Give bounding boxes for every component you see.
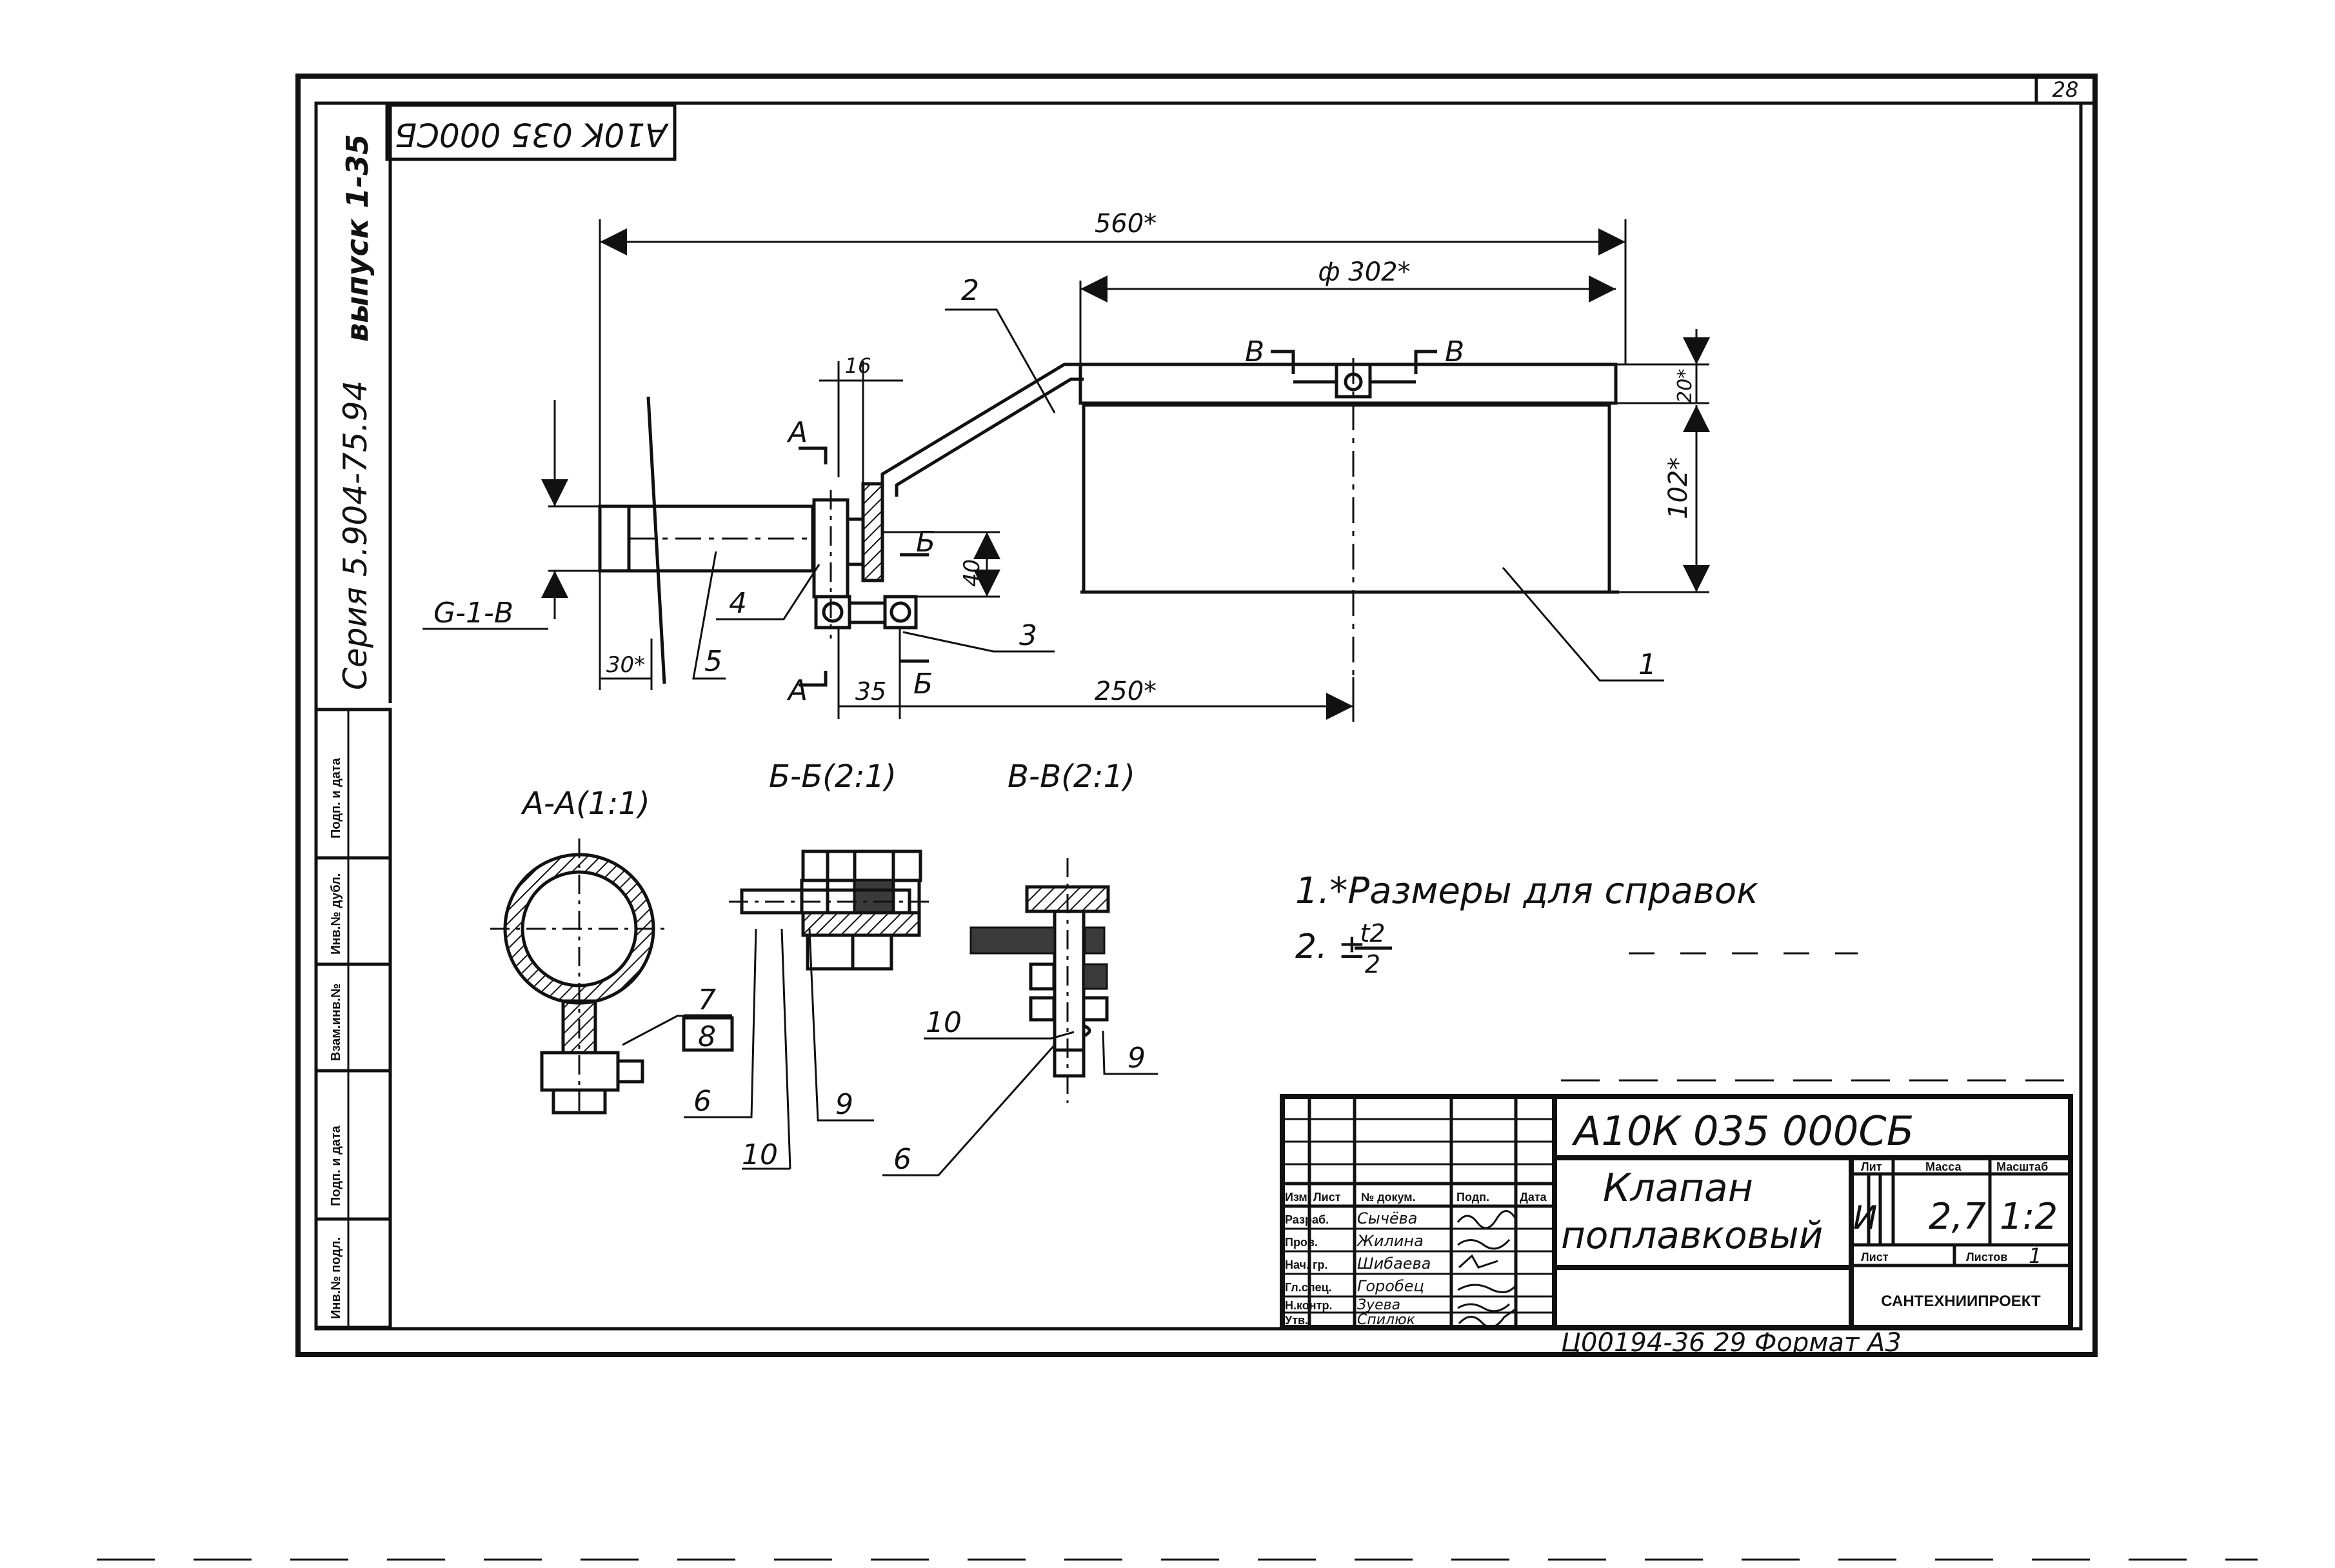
section-mark-b-bottom: Б	[913, 668, 933, 700]
signatures	[1456, 1210, 1518, 1328]
tb-role-4: Гл.спец.	[1285, 1281, 1332, 1294]
leader-6a: 6	[693, 1085, 711, 1118]
tb-name-6: Спилюк	[1357, 1312, 1416, 1328]
leader-1: 1	[1638, 648, 1656, 681]
title-block: Изм Лист № докум. Подп. Дата Разраб. Про…	[1280, 1079, 2073, 1330]
notes: 1.*Размеры для справок 2. ± t2 2	[1295, 870, 1858, 978]
side-series-block: Серия 5.904-75.94 выпуск 1-35	[337, 105, 392, 703]
leader-7: 7	[698, 984, 716, 1017]
format-footer: Ц00194-36 29 Формат А3	[1561, 1328, 1902, 1358]
tb-head-sheet: Лист	[1861, 1251, 1889, 1264]
tb-col-list: Лист	[1313, 1191, 1341, 1204]
sheet-number: 28	[2052, 77, 2079, 102]
tb-col-doc: № докум.	[1361, 1191, 1416, 1204]
section-bb-title: Б-Б(2:1)	[769, 759, 897, 795]
leader-10b: 10	[926, 1006, 962, 1039]
dim-20: 20*	[1674, 369, 1696, 403]
note-1: 1.*Размеры для справок	[1295, 870, 1758, 912]
tb-value-scale: 1:2	[2000, 1196, 2058, 1238]
leader-2: 2	[961, 274, 979, 307]
dim-250: 250*	[1095, 677, 1157, 706]
tb-name-3: Шибаева	[1357, 1255, 1431, 1273]
dim-30: 30*	[606, 652, 645, 678]
section-mark-a-bottom: А	[786, 674, 808, 707]
tb-col-sign: Подп.	[1456, 1191, 1489, 1204]
tb-designation: А10К 035 000СБ	[1571, 1107, 1914, 1155]
mirrored-code-stamp: A10K 035 000СБ	[385, 103, 677, 161]
section-bb: Б-Б(2:1) 6 10 9	[684, 759, 929, 1171]
tb-role-3: Нач. гр.	[1285, 1258, 1328, 1271]
section-aa: А-А(1:1) 7 8	[490, 786, 734, 1116]
tb-value-mass: 2,7	[1929, 1196, 1986, 1238]
dim-35: 35	[855, 677, 886, 706]
section-mark-v-left: В	[1245, 335, 1264, 368]
tb-head-lit: Лит	[1861, 1160, 1882, 1173]
margin-cell-2: Инв.№ дубл.	[329, 873, 343, 955]
tb-name-5: Зуева	[1357, 1297, 1400, 1313]
section-vv-title: В-В(2:1)	[1008, 759, 1135, 795]
margin-cell-1: Подп. и дата	[329, 757, 343, 839]
leader-10a: 10	[742, 1138, 778, 1171]
dim-thread: G-1-B	[433, 597, 513, 630]
leader-6b: 6	[893, 1143, 911, 1176]
tb-org: САНТЕХНИИПРОЕКТ	[1881, 1293, 2041, 1310]
leader-4: 4	[729, 587, 747, 620]
left-margin-table: Подп. и дата Инв.№ дубл. Взам.инв.№ Подп…	[314, 708, 392, 1329]
tb-head-sheets: Листов	[1966, 1251, 2007, 1264]
leader-8: 8	[698, 1020, 716, 1053]
dim-102: 102*	[1664, 457, 1693, 519]
tb-value-sheets: 1	[2029, 1244, 2042, 1268]
leader-9a: 9	[835, 1088, 853, 1121]
tb-value-lit: И	[1853, 1199, 1877, 1236]
main-view: 560* ф 302* 16 20* 102* 40 G-1-B	[422, 209, 1710, 722]
tb-role-2: Пров.	[1285, 1236, 1318, 1249]
side-issue-text: выпуск 1-35	[340, 134, 375, 342]
section-mark-a-top: А	[786, 416, 808, 449]
section-aa-title: А-А(1:1)	[521, 786, 650, 822]
dim-40: 40	[959, 559, 985, 587]
tb-head-mass: Масса	[1925, 1160, 1962, 1173]
section-mark-v-right: В	[1445, 335, 1464, 368]
margin-cell-3: Взам.инв.№	[329, 984, 343, 1061]
side-series-text: Серия 5.904-75.94	[337, 381, 374, 690]
tb-role-1: Разраб.	[1285, 1213, 1329, 1226]
dim-560: 560*	[1095, 209, 1157, 239]
margin-cell-5: Инв.№ подл.	[329, 1237, 343, 1319]
tb-col-izm: Изм	[1285, 1191, 1307, 1204]
leader-5: 5	[704, 645, 722, 678]
tb-name-4: Горобец	[1357, 1277, 1424, 1295]
dim-302: ф 302*	[1318, 257, 1410, 287]
tb-name-1: Сычёва	[1357, 1209, 1418, 1227]
section-mark-b-top: Б	[916, 526, 935, 559]
leader-3: 3	[1019, 619, 1037, 652]
note-2-numerator: t2	[1360, 919, 1385, 948]
leader-9b: 9	[1128, 1042, 1146, 1075]
tb-role-5: Н.контр.	[1285, 1299, 1332, 1312]
sheet-frame: 28	[295, 74, 2098, 1357]
tb-head-scale: Масштаб	[1996, 1160, 2048, 1173]
tb-role-6: Утв.	[1285, 1314, 1308, 1327]
tb-name-2: Жилина	[1356, 1232, 1424, 1250]
dim-16: 16	[845, 353, 871, 378]
tb-name-line2: поплавковый	[1561, 1213, 1823, 1257]
note-2-prefix: 2. ±	[1295, 928, 1366, 966]
section-vv: В-В(2:1) 10 9 6	[882, 759, 1158, 1176]
tb-col-date: Дата	[1520, 1191, 1547, 1204]
note-2-denominator: 2	[1365, 950, 1380, 978]
tb-name-line1: Клапан	[1603, 1166, 1753, 1211]
margin-cell-4: Подп. и дата	[329, 1125, 343, 1206]
mirrored-code: A10K 035 000СБ	[395, 116, 670, 154]
